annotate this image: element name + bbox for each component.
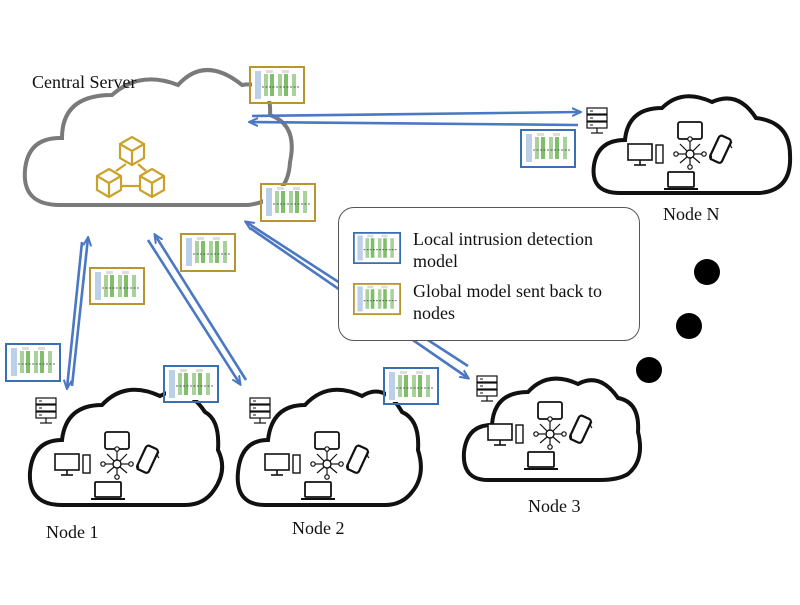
server-rack-icon — [35, 397, 57, 424]
blockchain-icon — [95, 135, 166, 199]
global-model-swatch — [353, 283, 401, 315]
server-rack-icon — [249, 397, 271, 424]
node-1-cloud — [27, 387, 225, 507]
global-model-thumb — [249, 66, 305, 104]
local-model-thumb — [5, 343, 61, 382]
node-3-label: Node 3 — [528, 496, 581, 516]
server-rack-icon — [586, 107, 608, 134]
local-model-swatch — [353, 232, 401, 264]
node-2-cloud — [235, 387, 423, 507]
ellipsis-dot — [694, 259, 720, 285]
node-n-label: Node N — [663, 204, 720, 224]
global-model-thumb — [180, 233, 236, 272]
central-server-label: Central Server — [32, 72, 137, 92]
central-server-cloud — [22, 68, 294, 207]
legend: Local intrusion detection model Global m… — [338, 207, 640, 341]
global-model-thumb — [260, 183, 316, 222]
local-model-thumb — [163, 365, 219, 403]
global-model-thumb — [89, 267, 145, 305]
legend-global-text: Global model sent back to nodes — [413, 281, 602, 323]
server-rack-icon — [476, 375, 498, 402]
ellipsis-dot — [636, 357, 662, 383]
local-model-thumb — [383, 367, 439, 405]
node-n-cloud — [586, 94, 793, 195]
node-3-cloud — [461, 375, 642, 482]
node-2-label: Node 2 — [292, 518, 345, 538]
legend-local-text: Local intrusion detection model — [413, 229, 593, 271]
local-model-thumb — [520, 129, 576, 168]
node-1-label: Node 1 — [46, 522, 99, 542]
ellipsis-dot — [676, 313, 702, 339]
